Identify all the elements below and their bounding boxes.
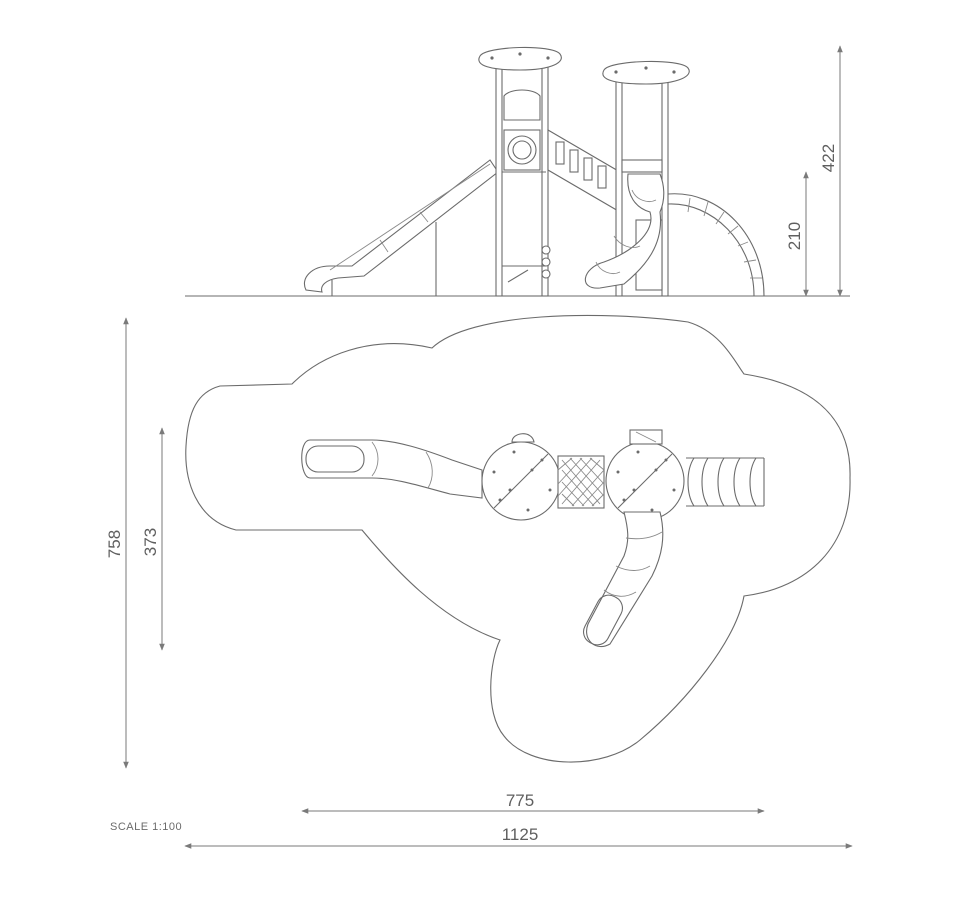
arch-climber xyxy=(667,193,765,297)
left-roof xyxy=(478,46,562,71)
left-slide xyxy=(304,159,499,296)
safety-zone-outline xyxy=(185,314,851,763)
rope-bridge xyxy=(547,129,621,213)
right-roof xyxy=(602,60,690,85)
dimension-label-210: 210 xyxy=(785,222,804,250)
plan-left-slide xyxy=(301,439,483,499)
dimension-label-373: 373 xyxy=(141,528,160,556)
plan-left-deck xyxy=(481,433,561,521)
plan-right-deck xyxy=(605,429,685,521)
plan-tube-slide xyxy=(582,511,664,648)
plan-arch-climber xyxy=(686,457,765,507)
dimension-label-758: 758 xyxy=(105,530,124,558)
dimension-label-1125: 1125 xyxy=(502,825,539,844)
tube-slide xyxy=(584,173,665,289)
dimension-label-775: 775 xyxy=(506,791,534,810)
plan-view: 758 373 775 1125 SCALE 1:100 xyxy=(105,314,853,849)
elevation-view: 422 210 xyxy=(185,45,850,297)
left-tower xyxy=(478,46,562,297)
plan-bridge xyxy=(557,455,605,509)
dimension-label-422: 422 xyxy=(819,144,838,172)
scale-label: SCALE 1:100 xyxy=(110,821,182,833)
